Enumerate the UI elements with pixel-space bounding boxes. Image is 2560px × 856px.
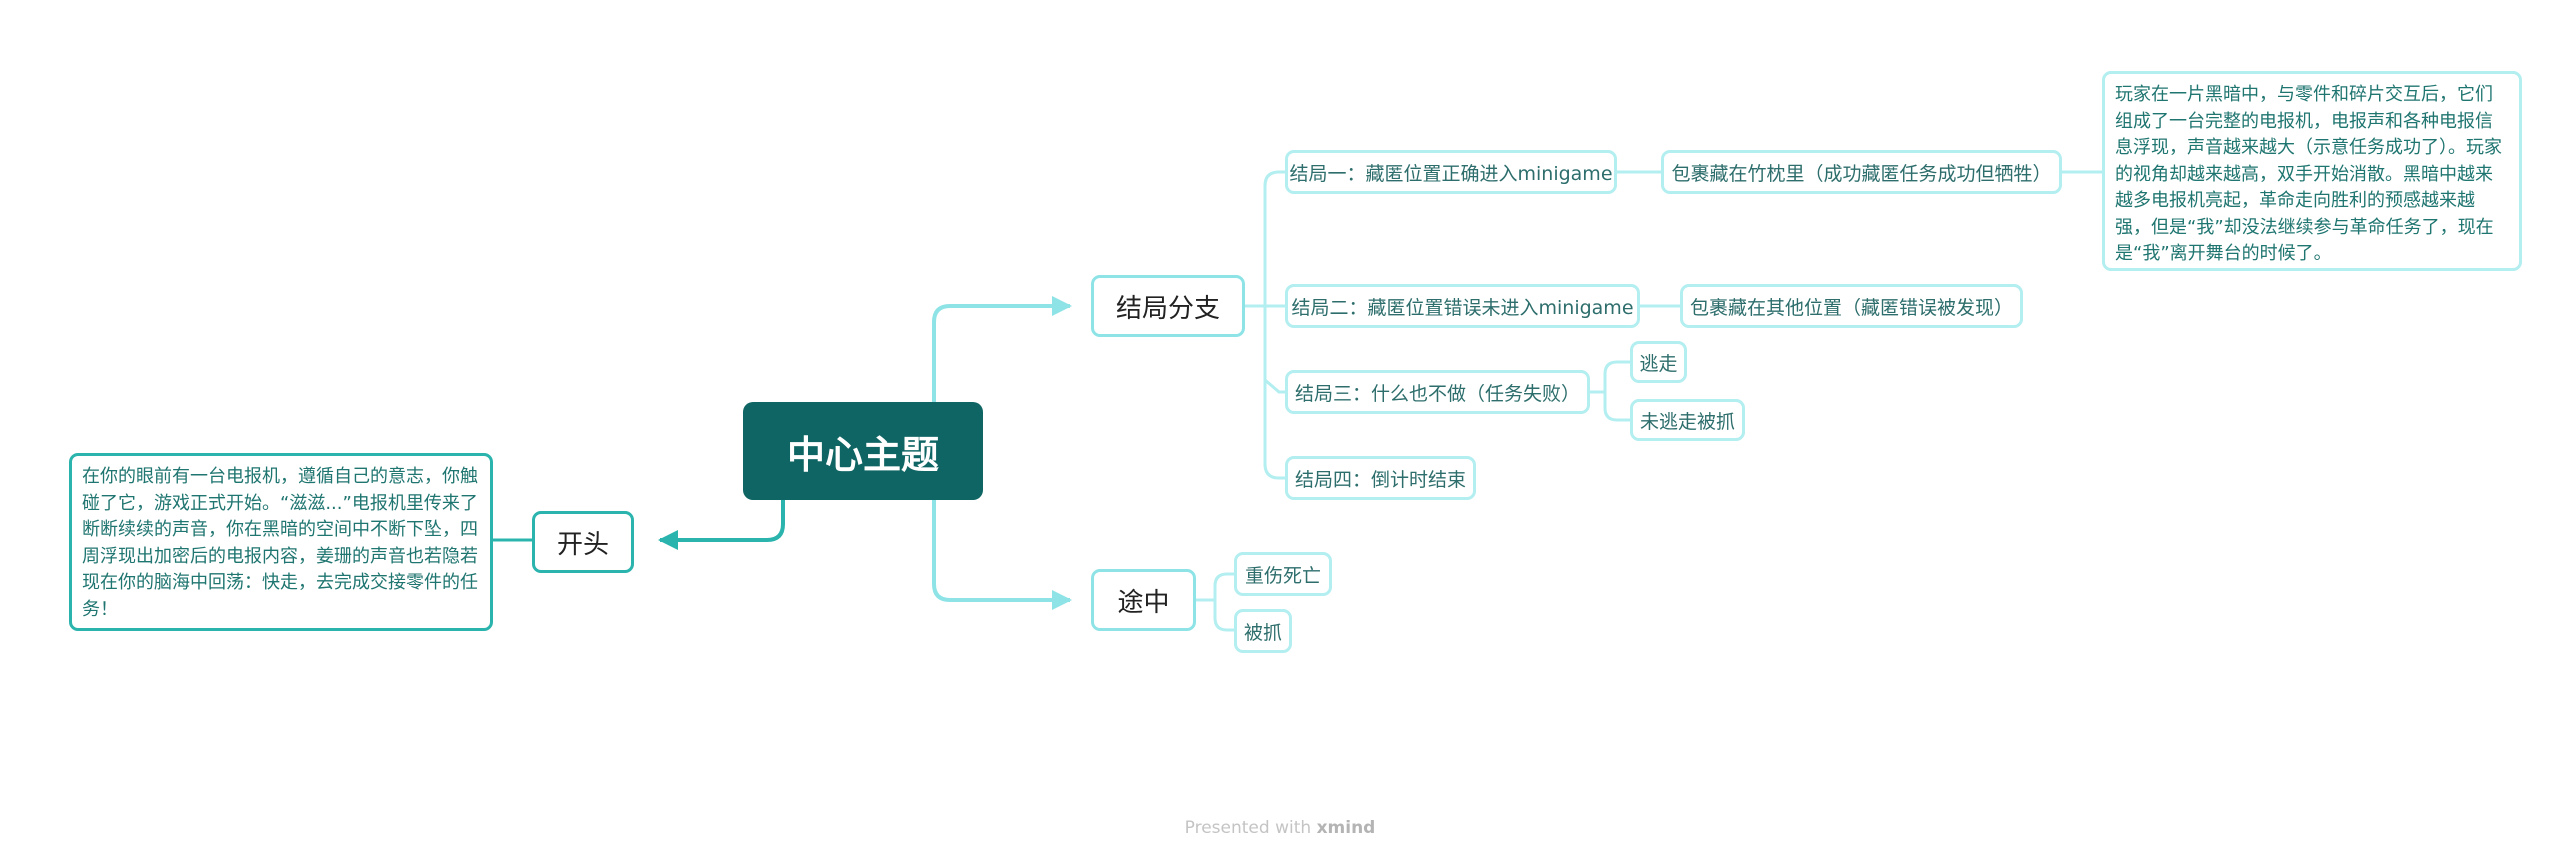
ending-3-child-caught[interactable]: 未逃走被抓 [1630, 399, 1745, 441]
ending-2-child[interactable]: 包裹藏在其他位置（藏匿错误被发现） [1680, 284, 2023, 328]
connector-root-to-start [658, 500, 785, 550]
topic-start[interactable]: 开头 [532, 511, 634, 573]
connector-root-to-endings [932, 296, 1072, 402]
midway-item-caught[interactable]: 被抓 [1234, 609, 1292, 653]
ending-1-detail-text[interactable]: 玩家在一片黑暗中，与零件和碎片交互后，它们组成了一台完整的电报机，电报声和各种电… [2102, 71, 2522, 271]
ending-4[interactable]: 结局四：倒计时结束 [1285, 456, 1476, 500]
ending-3-child-escape[interactable]: 逃走 [1630, 341, 1687, 383]
midway-item-severe-injury-death[interactable]: 重伤死亡 [1234, 552, 1332, 596]
ending-1-child[interactable]: 包裹藏在竹枕里（成功藏匿任务成功但牺牲） [1661, 150, 2062, 194]
footer-prefix: Presented with [1184, 818, 1317, 838]
topic-midway[interactable]: 途中 [1091, 569, 1196, 631]
central-topic[interactable]: 中心主题 [743, 402, 983, 500]
connector-endings-children [1245, 170, 2102, 480]
connector-root-to-midway [932, 500, 1072, 610]
ending-3[interactable]: 结局三：什么也不做（任务失败） [1285, 370, 1590, 414]
xmind-logo-text: xmind [1316, 818, 1376, 838]
topic-endings[interactable]: 结局分支 [1091, 275, 1245, 337]
presented-with-footer: Presented with xmind [0, 818, 2560, 838]
start-detail-text[interactable]: 在你的眼前有一台电报机，遵循自己的意志，你触碰了它，游戏正式开始。“滋滋...”… [69, 453, 493, 631]
ending-1[interactable]: 结局一：藏匿位置正确进入minigame [1285, 150, 1617, 194]
connector-midway-children [1196, 572, 1234, 632]
ending-2[interactable]: 结局二：藏匿位置错误未进入minigame [1285, 284, 1640, 328]
